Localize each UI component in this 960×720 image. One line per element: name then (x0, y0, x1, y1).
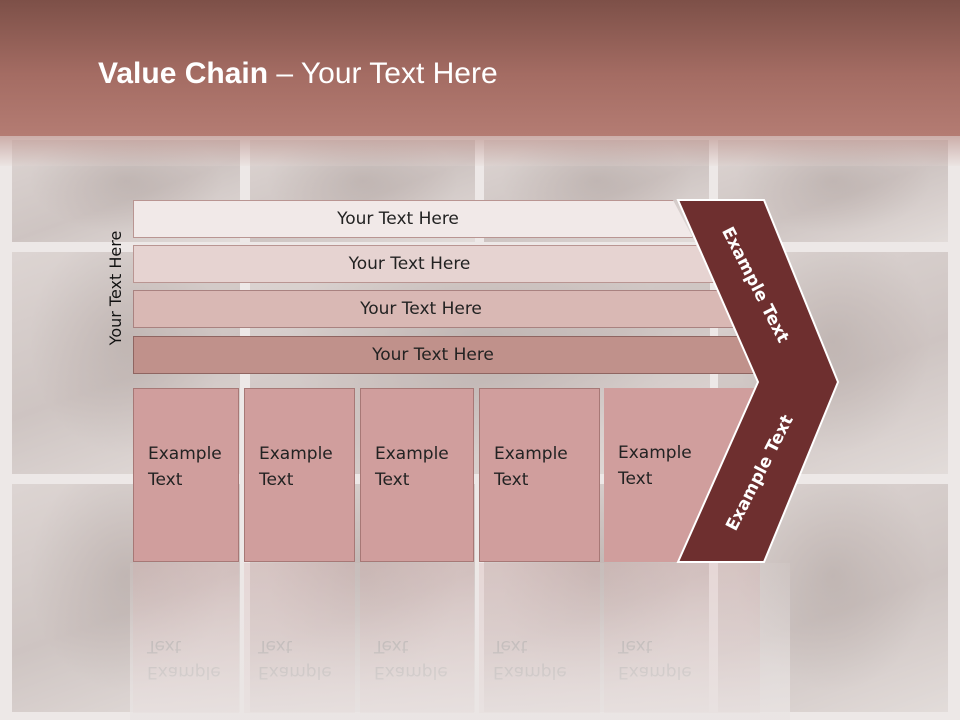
support-row-4: Your Text Here (133, 336, 763, 374)
primary-column-4-line2: Text (494, 470, 529, 490)
primary-column-2-line1: Example (259, 444, 333, 464)
margin-chevron-shape (676, 199, 840, 563)
primary-column-1: Example Text (133, 388, 239, 562)
primary-column-1-line2: Text (148, 470, 183, 490)
primary-column-1-line1: Example (148, 444, 222, 464)
side-label: Your Text Here (106, 230, 125, 346)
primary-column-3: Example Text (360, 388, 474, 562)
primary-column-5-line2: Text (618, 469, 653, 489)
reflection-fade (130, 563, 790, 720)
support-row-1-label: Your Text Here (337, 209, 459, 229)
margin-chevron (676, 199, 840, 563)
support-row-3: Your Text Here (133, 290, 739, 328)
header-fade-band (0, 136, 960, 166)
primary-column-3-line2: Text (375, 470, 410, 490)
support-row-3-label: Your Text Here (360, 299, 482, 319)
support-row-4-label: Your Text Here (372, 345, 494, 365)
primary-column-4: Example Text (479, 388, 600, 562)
primary-column-2: Example Text (244, 388, 355, 562)
title-bold: Value Chain (98, 57, 269, 90)
primary-column-5-line1: Example (618, 443, 692, 463)
title-rest: – Your Text Here (268, 57, 498, 90)
header-bar (0, 0, 960, 136)
page-title: Value Chain – Your Text Here (98, 54, 498, 94)
primary-column-3-line1: Example (375, 444, 449, 464)
support-row-1: Your Text Here (133, 200, 693, 238)
support-row-2-label: Your Text Here (348, 254, 471, 274)
primary-column-4-line1: Example (494, 444, 568, 464)
primary-column-2-line2: Text (259, 470, 294, 490)
support-row-2: Your Text Here (133, 245, 716, 283)
